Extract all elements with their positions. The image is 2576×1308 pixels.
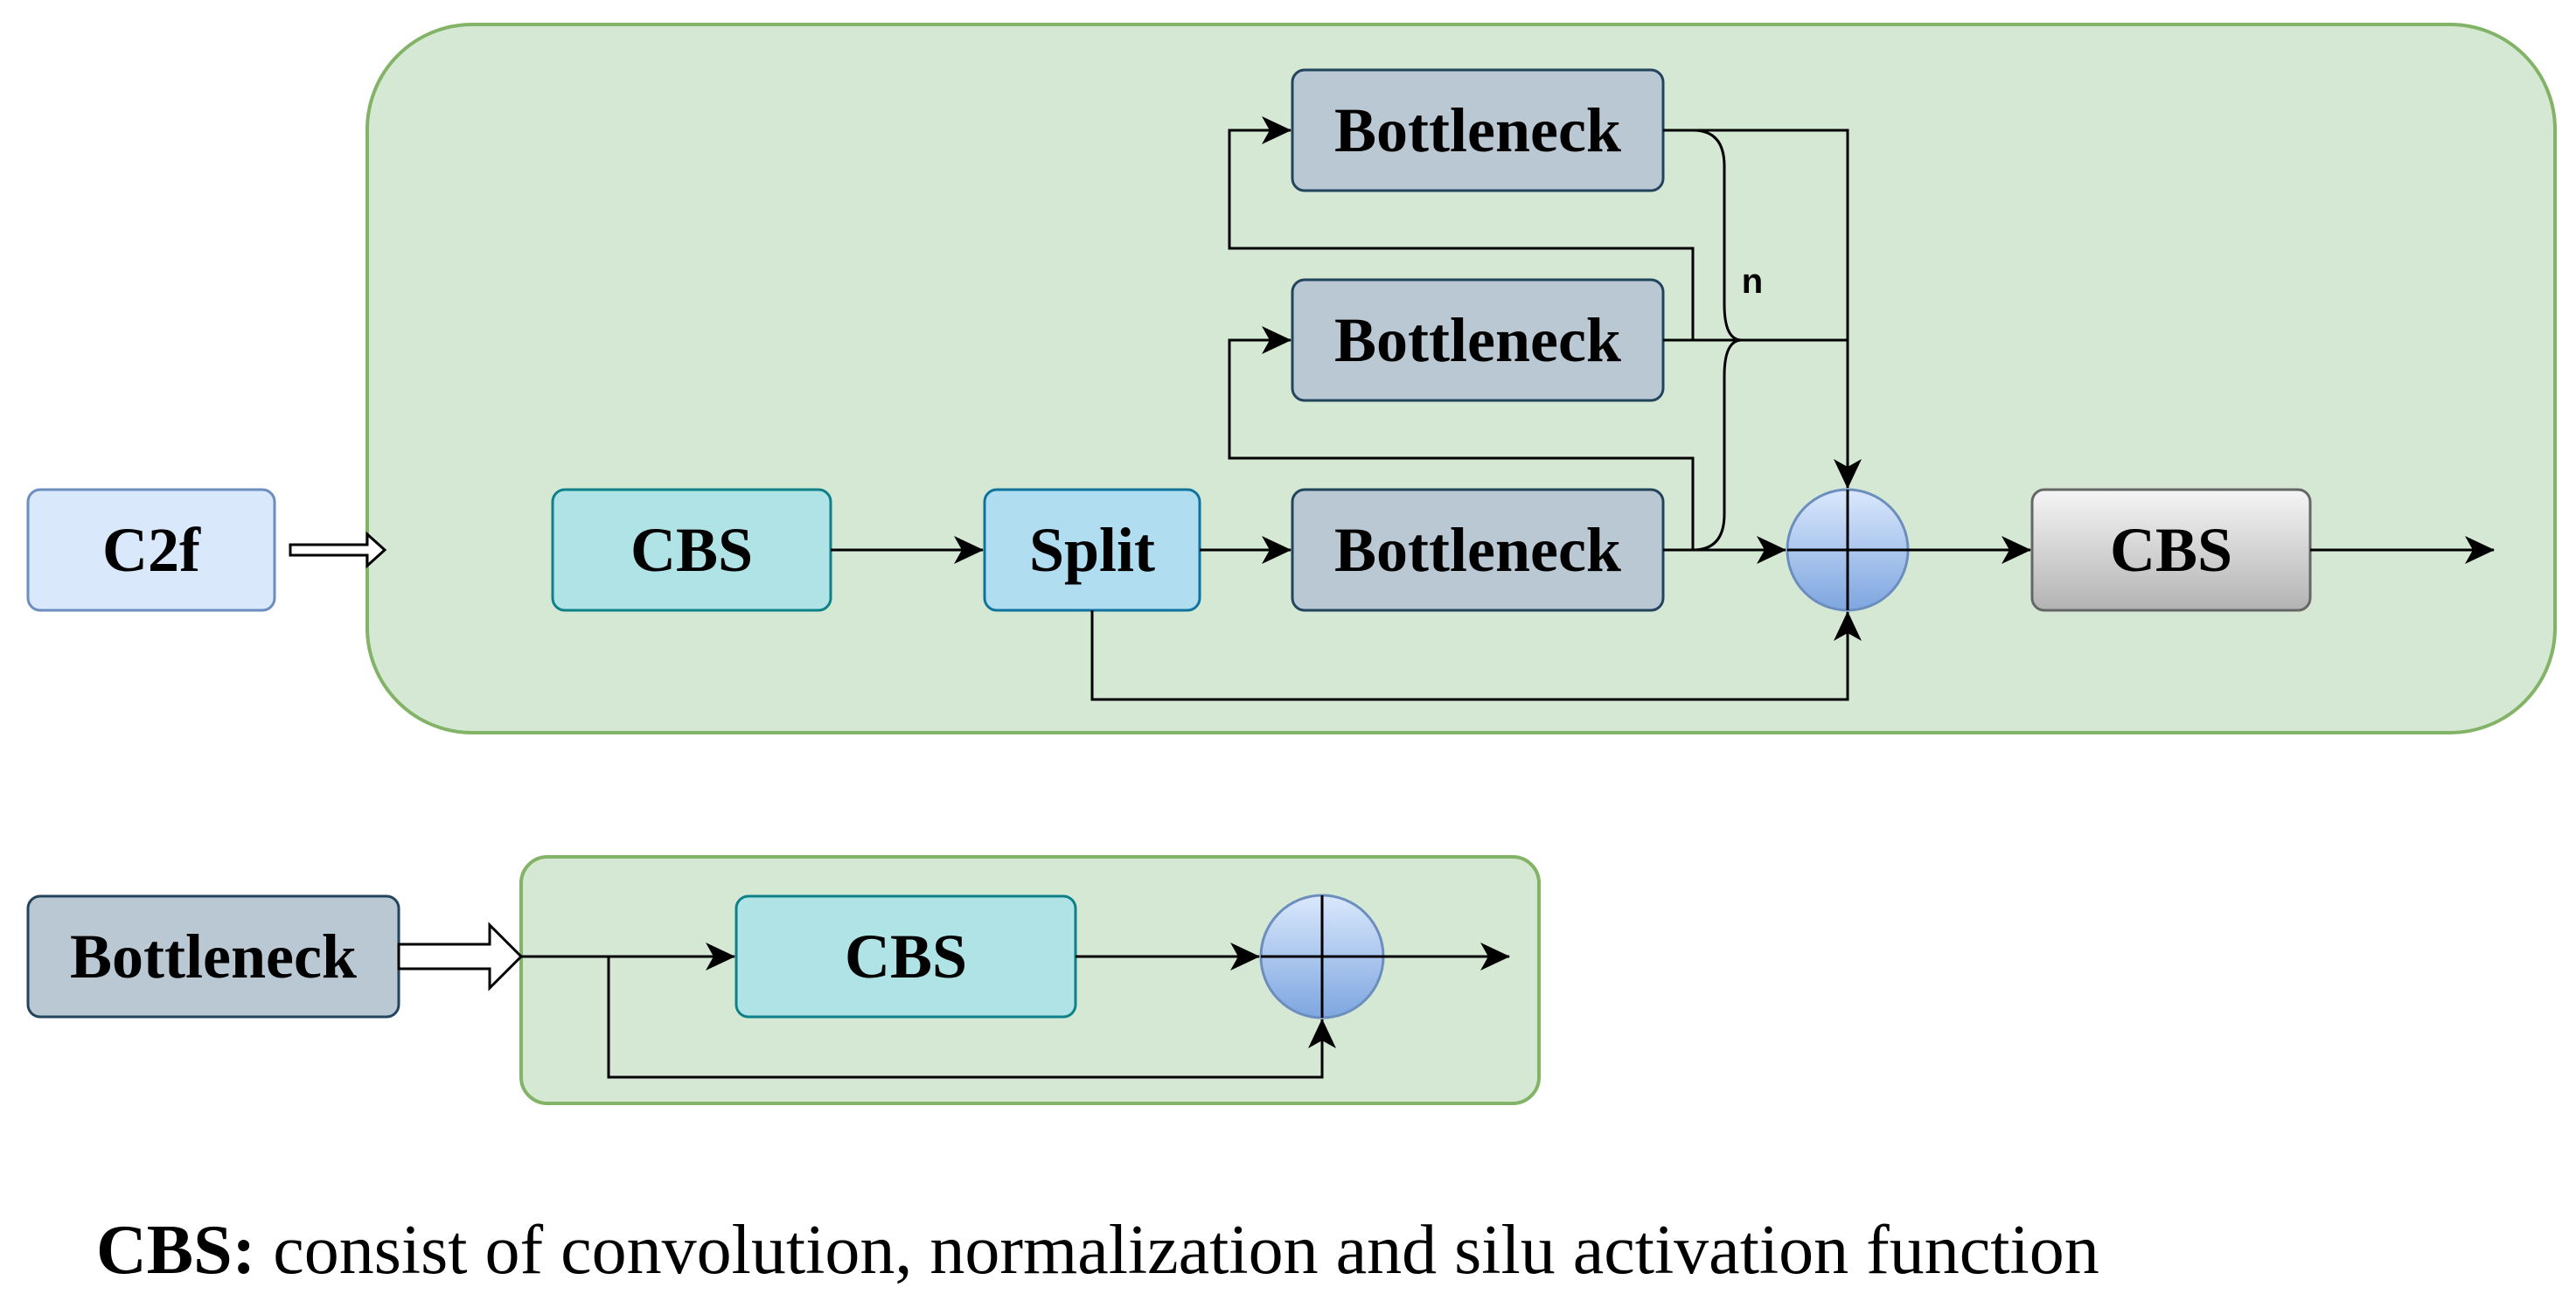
- arrow-split-to-adder: [1090, 610, 1862, 701]
- arrow-bottleneck-shortcut: [607, 957, 1336, 1079]
- c2f-bottleneck-top-block: Bottleneck: [1291, 68, 1665, 192]
- cbs-caption: CBS: consist of convolution, normalizati…: [96, 1215, 2099, 1285]
- c2f-cbs-out-label: CBS: [2110, 515, 2232, 585]
- c2f-input-block: C2f: [26, 488, 276, 612]
- c2f-bottleneck-top-label: Bottleneck: [1334, 95, 1621, 165]
- c2f-bottleneck-mid-label: Bottleneck: [1334, 305, 1621, 375]
- bottleneck-input-label: Bottleneck: [70, 922, 357, 991]
- c2f-cbs-out-block: CBS: [2030, 488, 2312, 612]
- bottleneck-adder-icon: [1259, 894, 1385, 1019]
- c2f-concat-adder-icon: [1786, 488, 1910, 612]
- bottleneck-cbs-block: CBS: [735, 894, 1077, 1019]
- c2f-connectors: [831, 116, 2495, 701]
- bottleneck-connectors: [521, 943, 1510, 1079]
- bottleneck-section: Bottleneck CBS: [26, 855, 1541, 1105]
- repeat-n-label: n: [1742, 262, 1763, 301]
- c2f-section: C2f CBS Split Bottleneck Bottleneck Bott…: [26, 23, 2557, 734]
- repeat-brace-icon: [1692, 129, 1743, 552]
- bottleneck-hollow-arrow-icon: [397, 922, 524, 991]
- c2f-bottleneck-mid-block: Bottleneck: [1291, 278, 1665, 402]
- c2f-hollow-arrow-icon: [289, 531, 387, 569]
- arrow-bottleneck-bottom-to-mid: [1228, 326, 1695, 550]
- caption-term: CBS:: [96, 1212, 256, 1289]
- c2f-cbs-in-label: CBS: [630, 515, 753, 585]
- arrow-bottleneck-top-to-adder: [1663, 129, 1862, 489]
- c2f-input-label: C2f: [102, 515, 201, 585]
- c2f-bottleneck-bottom-label: Bottleneck: [1334, 515, 1621, 585]
- caption-definition: consist of convolution, normalization an…: [255, 1212, 2099, 1289]
- c2f-cbs-in-block: CBS: [551, 488, 832, 612]
- bottleneck-cbs-label: CBS: [845, 922, 967, 991]
- c2f-split-label: Split: [1029, 515, 1155, 585]
- arrow-bottleneck-mid-to-top: [1228, 116, 1695, 340]
- c2f-bottleneck-bottom-block: Bottleneck: [1291, 488, 1665, 612]
- c2f-split-block: Split: [983, 488, 1201, 612]
- bottleneck-input-block: Bottleneck: [26, 894, 400, 1019]
